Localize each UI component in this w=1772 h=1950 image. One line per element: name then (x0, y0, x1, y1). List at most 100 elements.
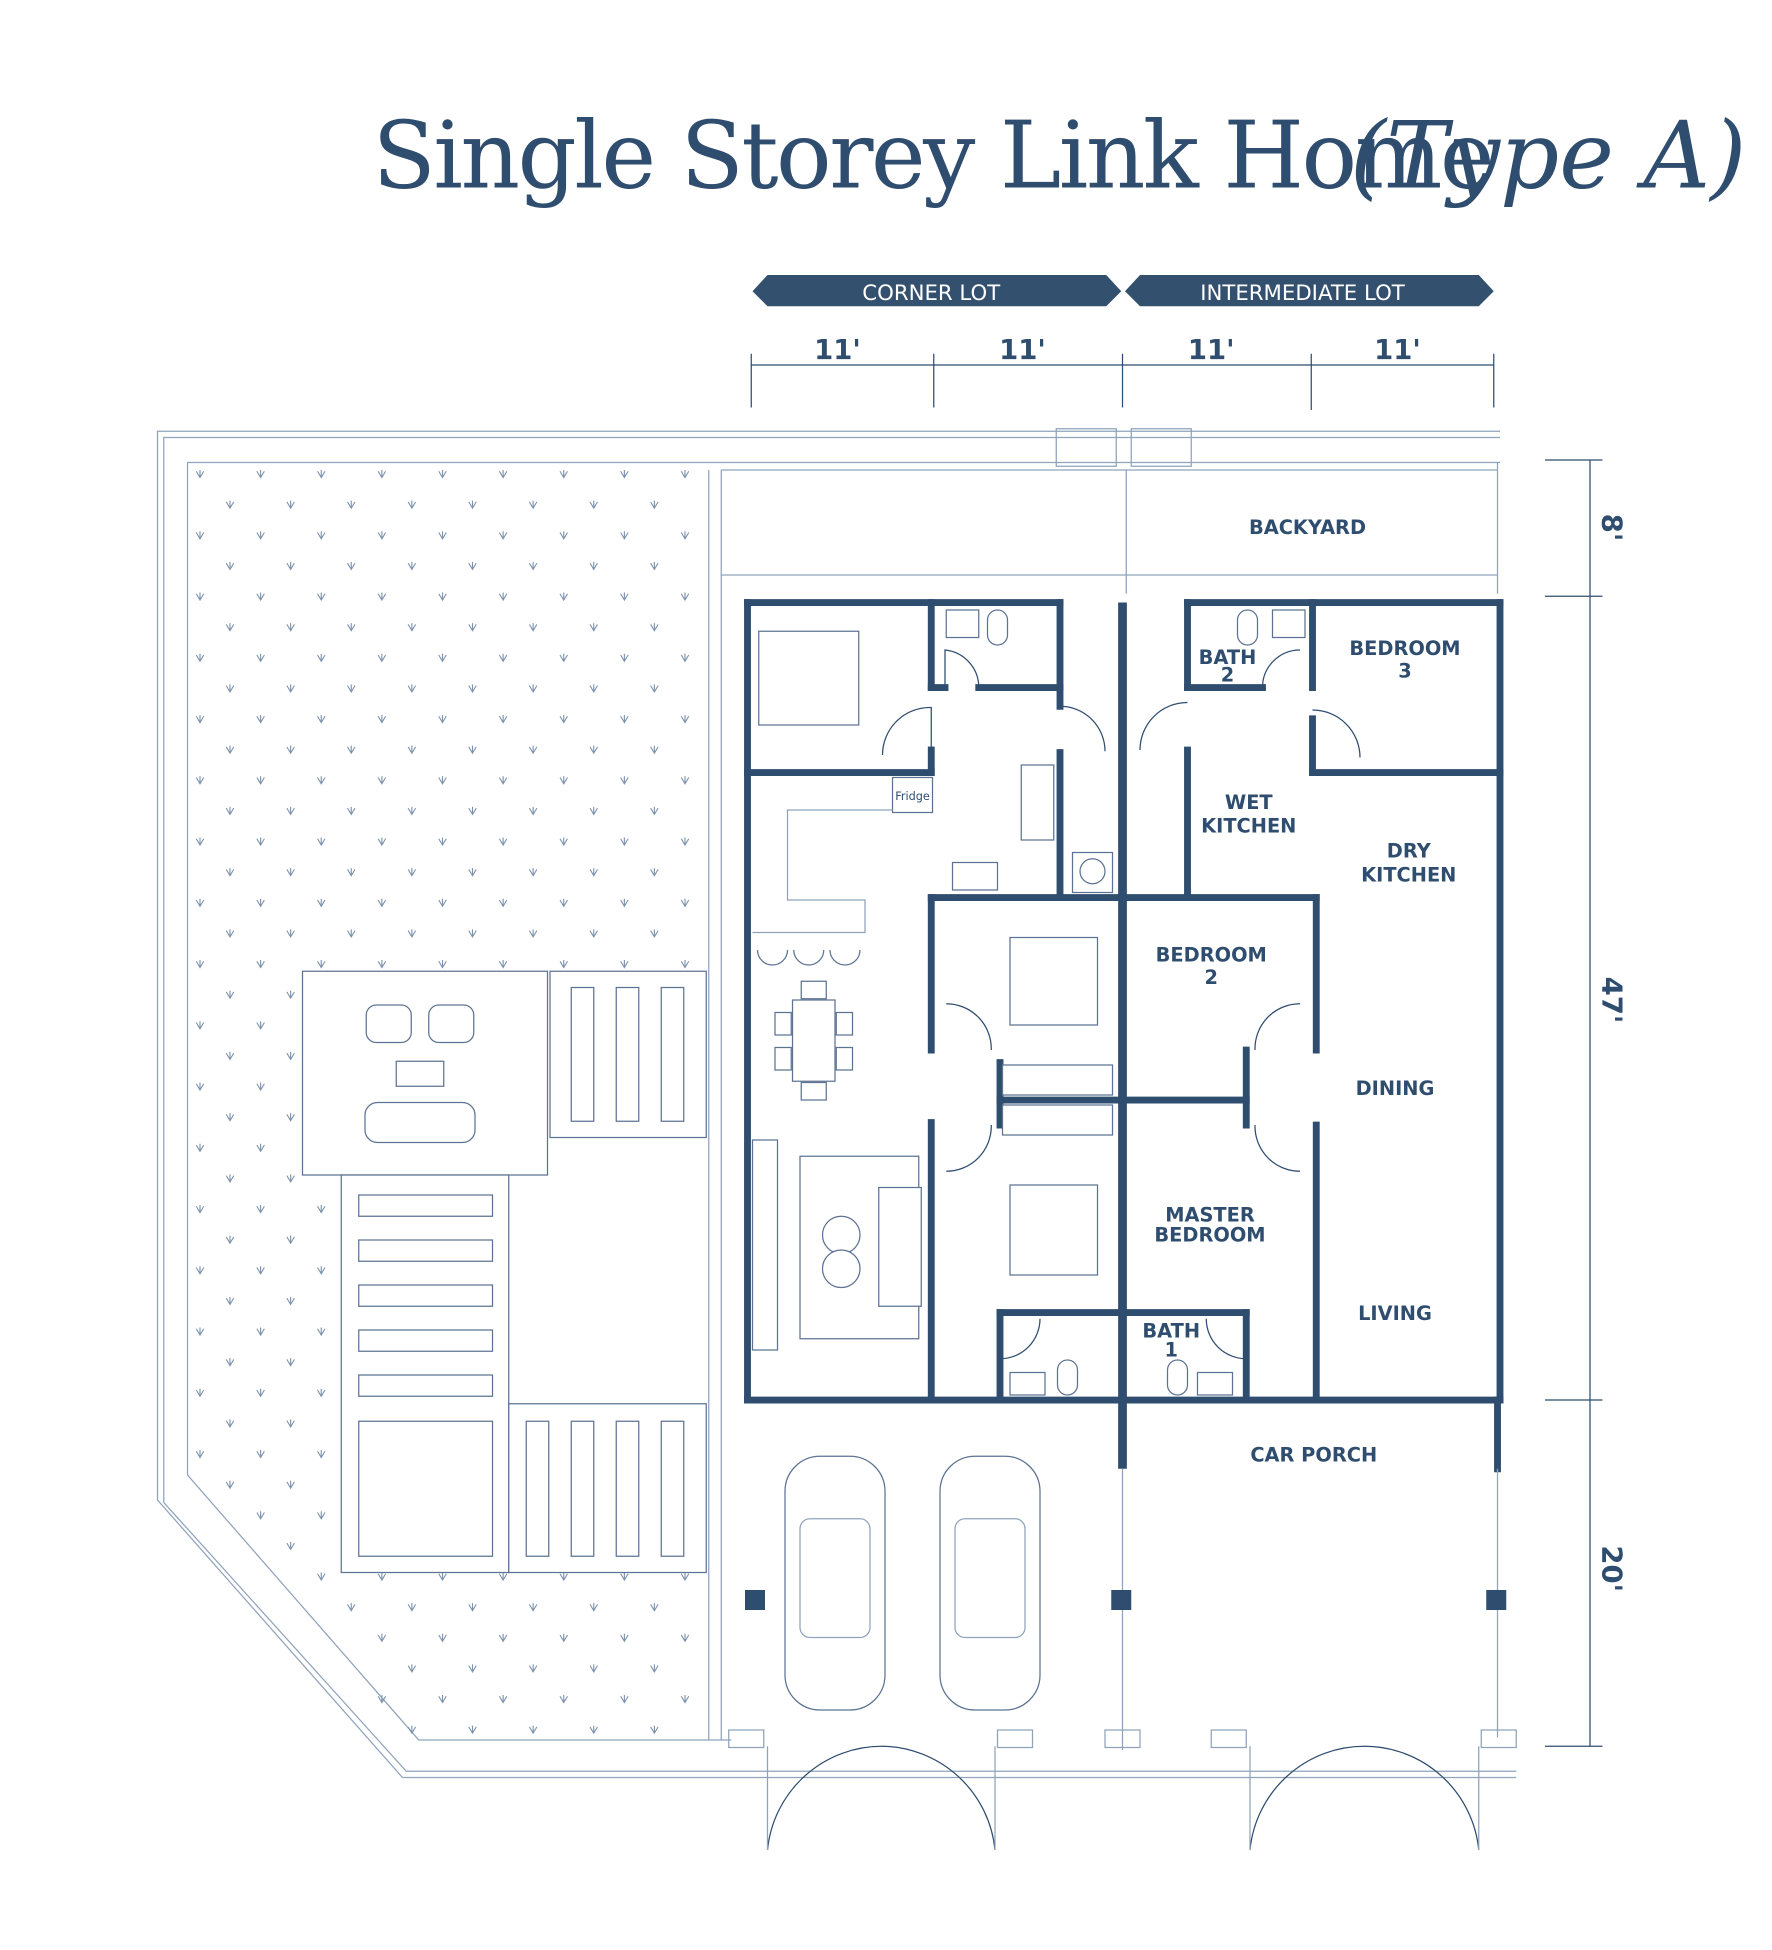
grass-mark (559, 592, 568, 602)
grass-mark (589, 1725, 598, 1735)
outdoor-table (395, 1060, 445, 1087)
grass-mark (195, 1143, 205, 1153)
grass-mark (498, 653, 508, 663)
grass-mark (195, 653, 205, 663)
grass-mark (559, 1572, 568, 1582)
grass-mark (680, 470, 690, 479)
grass-mark (589, 745, 598, 755)
toilet (1056, 1359, 1079, 1396)
grass-mark (317, 592, 326, 602)
grass-mark (317, 1266, 326, 1275)
grass-mark (377, 837, 387, 847)
grass-mark (407, 1664, 417, 1673)
grass-mark (620, 653, 629, 663)
bath1-label: BATH (1142, 1320, 1200, 1343)
grass-mark (559, 470, 568, 479)
grass-mark (589, 561, 598, 571)
walls (744, 599, 1504, 1750)
grass-mark (680, 1695, 690, 1704)
grass-mark (317, 776, 326, 785)
grass-mark (438, 1695, 447, 1704)
door-swing (999, 1318, 1041, 1360)
bath1-number: 1 (1165, 1338, 1178, 1361)
grass-mark (256, 470, 265, 479)
door-swing (1261, 649, 1301, 688)
grass-mark (256, 1388, 265, 1398)
grass-mark (225, 1113, 235, 1122)
car-porch: CAR PORCH (728, 1443, 1517, 1749)
grass-mark (680, 960, 690, 969)
master-bedroom-label-1: MASTER (1165, 1203, 1255, 1226)
grass-mark (650, 684, 659, 693)
intermediate-lot-banner (1125, 275, 1494, 307)
grass-mark (286, 990, 295, 1000)
grass-mark (650, 745, 659, 755)
grass-mark (680, 1572, 690, 1582)
depth-dimensions: 8' 47' 20' (1545, 459, 1628, 1747)
grass-mark (528, 929, 538, 938)
column (1111, 1590, 1132, 1610)
sink (1020, 764, 1055, 841)
grass-mark (438, 715, 447, 724)
door-swing (1312, 709, 1361, 758)
grass-mark (256, 1143, 265, 1153)
grass-mark (195, 531, 205, 540)
grass-mark (498, 470, 508, 479)
grass-mark (195, 715, 205, 724)
grass-mark (438, 837, 447, 847)
grass-mark (377, 653, 387, 663)
grass-mark (256, 898, 265, 908)
width-dim-1: 11' (814, 334, 861, 366)
grass-mark (559, 837, 568, 847)
grass-mark (256, 1021, 265, 1030)
grass-mark (407, 500, 417, 510)
grass-mark (589, 929, 598, 938)
furniture: Fridge (751, 609, 1306, 1396)
grass-mark (317, 837, 326, 847)
grass-mark (347, 868, 356, 877)
bar-stools (756, 949, 861, 966)
door-swing (1139, 701, 1188, 751)
grass-mark (620, 531, 629, 540)
column (745, 1590, 765, 1610)
grass-mark (528, 684, 538, 693)
grass-mark (680, 653, 690, 663)
grass-mark (650, 561, 659, 571)
grass-mark (650, 623, 659, 632)
width-dim-4: 11' (1374, 334, 1421, 366)
grass-mark (256, 592, 265, 602)
grass-mark (225, 929, 235, 938)
grass-mark (620, 1572, 629, 1582)
title-type: (Type A) (1350, 102, 1746, 210)
gate-swing (766, 1745, 883, 1851)
lot-banners: CORNER LOT INTERMEDIATE LOT (752, 275, 1494, 307)
corner-lot-label: CORNER LOT (862, 281, 1001, 306)
grass-mark (528, 1725, 538, 1735)
grass-mark (620, 776, 629, 785)
title-main: Single Storey Link Home (373, 102, 1493, 210)
grass-mark (498, 960, 508, 969)
grass-mark (286, 1113, 295, 1122)
grass-mark (256, 1511, 265, 1520)
door-swing (946, 1124, 992, 1172)
master-bedroom-label-2: BEDROOM (1154, 1223, 1265, 1246)
gate-swing (1249, 1745, 1366, 1851)
grass-mark (589, 806, 598, 816)
grass-mark (286, 1419, 295, 1428)
grass-mark (559, 653, 568, 663)
grass-mark (286, 1358, 295, 1367)
grass-mark (256, 715, 265, 724)
grass-mark (286, 745, 295, 755)
grass-mark (438, 960, 447, 969)
width-dim-3: 11' (1188, 334, 1235, 366)
grass-mark (468, 561, 477, 571)
stove (951, 861, 999, 891)
column (1486, 1590, 1507, 1610)
grass-mark (620, 837, 629, 847)
grass-mark (438, 470, 447, 479)
grass-mark (407, 561, 417, 571)
outdoor-sofa (364, 1101, 476, 1144)
grass-mark (438, 531, 447, 540)
grass-mark (468, 806, 477, 816)
grass-mark (225, 868, 235, 877)
